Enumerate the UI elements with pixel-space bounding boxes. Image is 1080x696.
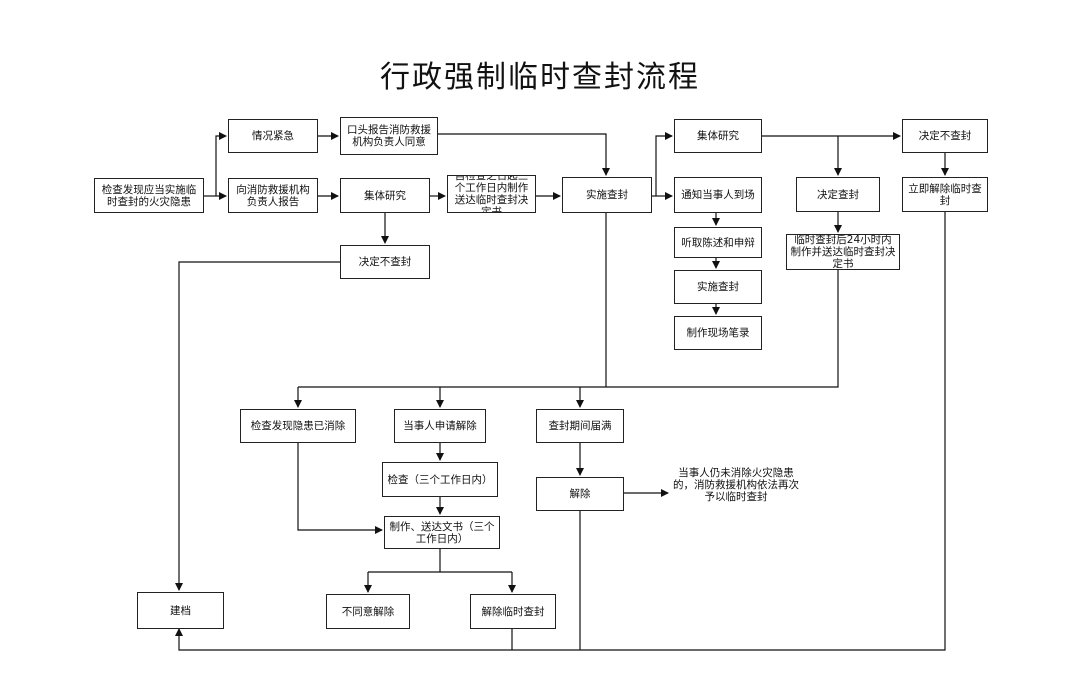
box-release-seal: 解除临时查封 — [470, 594, 556, 629]
box-hazard-found: 检查发现应当实施临时查封的火灾隐患 — [94, 178, 204, 213]
box-decision-3days: 自检查之日起三个工作日内制作送达临时查封决定书 — [447, 175, 536, 213]
box-make-documents: 制作、送达文书（三个工作日内） — [384, 516, 500, 549]
page-title: 行政强制临时查封流程 — [380, 60, 700, 95]
box-no-seal-1: 决定不查封 — [340, 245, 430, 279]
box-no-seal-2: 决定不查封 — [902, 119, 988, 153]
box-inspect-3days: 检查（三个工作日内） — [382, 462, 498, 497]
box-implement-seal-1: 实施查封 — [562, 177, 652, 213]
box-emergency: 情况紧急 — [228, 119, 318, 153]
box-party-apply: 当事人申请解除 — [394, 409, 486, 443]
box-release-immediately: 立即解除临时查封 — [902, 177, 988, 212]
box-oral-report: 口头报告消防救援机构负责人同意 — [340, 117, 438, 155]
box-implement-seal-2: 实施查封 — [674, 270, 762, 304]
box-disagree-release: 不同意解除 — [326, 594, 410, 629]
box-collective-study-2: 集体研究 — [674, 119, 762, 153]
box-notify-party: 通知当事人到场 — [674, 177, 762, 213]
box-hear-statement: 听取陈述和申辩 — [674, 227, 762, 258]
box-decision-24h: 临时查封后24小时内制作并送达临时查封决定书 — [786, 234, 900, 270]
box-release-1: 解除 — [536, 477, 624, 511]
box-seal-expired: 查封期间届满 — [536, 409, 624, 443]
box-collective-study-1: 集体研究 — [340, 178, 430, 213]
box-onsite-record: 制作现场笔录 — [674, 316, 762, 350]
box-hazard-cleared: 检查发现隐患已消除 — [240, 409, 356, 443]
box-report-to-head: 向消防救援机构负责人报告 — [228, 178, 318, 213]
note-reseal: 当事人仍未消除火灾隐患的，消防救援机构依法再次予以临时查封 — [673, 467, 799, 503]
box-archive: 建档 — [137, 592, 224, 629]
box-decide-seal: 决定查封 — [796, 177, 880, 212]
